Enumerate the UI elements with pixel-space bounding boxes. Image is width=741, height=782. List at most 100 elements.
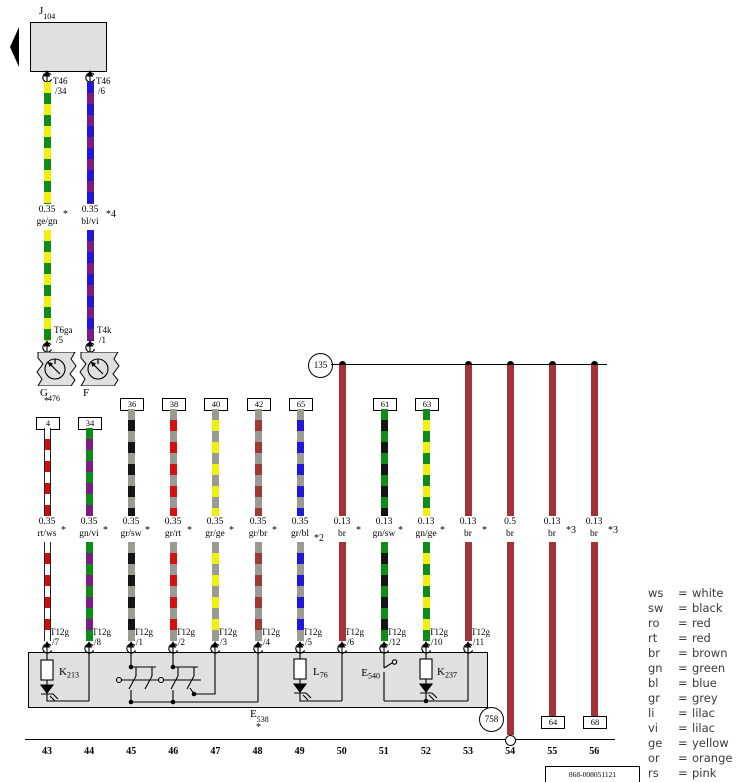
t12g-pin-number-/6: /6 [347,637,355,647]
wire-ge/gn-track [43,230,51,341]
legend-row-bl: bl=blue [648,676,717,690]
component-label-G476: G476 [40,387,60,404]
wire-code-track50: br [338,529,346,539]
track-number-53: 53 [463,746,473,757]
wire-gr/sw-track45 [127,542,135,641]
top-wire-size-0: 0.35 [38,205,56,215]
bottom-connector-pin-0: /5 [56,335,64,345]
t12g-pin-name-/11: T12g [471,627,490,637]
wire-bottom-ref-68[interactable]: 68 [583,716,607,729]
legend-row-ws: ws=white [648,586,724,600]
wire-size-track53: 0.13 [459,517,477,527]
wire-gr/br-track48 [254,409,262,516]
t12g-pin-glyph-/7 [40,641,54,654]
wire-gn/sw-track51 [380,542,388,641]
t12g-pin-number-/4: /4 [263,637,271,647]
wire-br-track50 [338,542,346,641]
wire-gn/sw-track51 [380,409,388,516]
j104-control-unit-box [30,22,107,72]
track-number-56: 56 [589,746,600,757]
t12g-pin-number-/11: /11 [473,637,485,647]
t12g-pin-name-/5: T12g [303,627,322,637]
wire-br-track53 [464,542,472,641]
track-number-54: 54 [505,746,516,757]
wire-gr/rt-track46 [169,542,177,641]
wire-bottom-ref-64[interactable]: 64 [541,716,565,729]
track-number-52: 52 [420,746,431,757]
wire-size-track54: 0.5 [504,517,516,527]
bottom-connector-pin-1: /1 [99,335,107,345]
wire-rt/ws-track43 [43,428,51,516]
t46-pin-number-0: /34 [55,86,67,96]
top-wire-code-1: bl/vi [81,217,99,227]
wire-gn/vi-track44 [85,428,93,516]
e538-footnote-star: * [256,722,261,733]
t12g-pin-glyph-/1 [124,641,138,654]
legend-row-or: or=orange [648,751,733,765]
track-number-51: 51 [378,746,389,757]
wire-size-track47: 0.35 [206,517,224,527]
wire-br-track56 [590,365,598,516]
t12g-pin-name-/6: T12g [345,627,364,637]
e538-internal-circuit: K213 L76 E540 K237 [39,652,469,705]
wire-code-track56: br [590,529,598,539]
t12g-pin-glyph-/10 [419,641,433,654]
t12g-pin-glyph-/12 [377,641,391,654]
wire-size-track52: 0.13 [417,517,435,527]
t12g-pin-number-/8: /8 [94,637,102,647]
t12g-pin-name-/3: T12g [218,627,237,637]
legend-row-ro: ro=red [648,616,711,630]
g476-footnote-star: * [44,396,49,407]
wire-gn/ge-track52 [422,542,430,641]
track-number-49: 49 [294,746,305,757]
node-ref-135[interactable]: 135 [308,353,333,378]
wire-br-track54 [506,365,514,516]
t12g-pin-name-/10: T12g [429,627,448,637]
track-number-50: 50 [336,746,347,757]
track-number-55: 55 [547,746,558,757]
t12g-pin-number-/2: /2 [178,637,186,647]
bus-junction-dot-track54 [506,361,514,368]
wire-code-track54: br [506,529,514,539]
legend-row-gr: gr=grey [648,691,718,705]
component-label-F: F [83,387,90,399]
e538-label: E538 [250,708,269,725]
t46-pin-glyph-1 [83,70,97,83]
t12g-pin-glyph-/5 [293,641,307,654]
wire-size-track46: 0.35 [164,517,182,527]
wire-code-track45: gr/sw [120,529,142,539]
wire-note-track45: * [145,525,150,536]
wire-gr/br-track48 [254,542,262,641]
e540-label: E540 [361,667,380,681]
legend-row-br: br=brown [648,646,728,660]
node-ref-758[interactable]: 758 [479,707,504,732]
wire-code-track46: gr/rt [164,529,182,539]
wire-code-track43: rt/ws [37,529,57,539]
t12g-pin-number-/1: /1 [136,637,144,647]
legend-row-gn: gn=green [648,661,726,675]
t12g-pin-name-/8: T12g [92,627,111,637]
wire-code-track48: gr/br [248,529,268,539]
top-wire-note-0: * [63,209,68,220]
wire-br-track50 [338,365,346,516]
t12g-pin-number-/3: /3 [220,637,228,647]
t12g-pin-glyph-/8 [82,641,96,654]
track-number-47: 47 [210,746,221,757]
wire-br-track56 [590,542,598,716]
t12g-pin-name-/2: T12g [176,627,195,637]
wire-gr/ge-track47 [211,409,219,516]
wire-code-track53: br [464,529,472,539]
legend-row-vi: vi=lilac [648,721,715,735]
wire-rt/ws-track43 [43,542,51,641]
wire-code-track49: gr/bl [291,529,309,539]
wire-gn/ge-track52 [422,409,430,516]
wire-note-track47: * [229,525,234,536]
wire-code-track51: gn/sw [372,529,396,539]
wire-size-track43: 0.35 [38,517,56,527]
doc-number-box: 868-008051121 [545,766,640,782]
track-number-44: 44 [84,746,95,757]
t12g-pin-glyph-/3 [208,641,222,654]
wire-note-track56: *3 [608,525,618,536]
t46-pin-number-1: /6 [98,86,106,96]
